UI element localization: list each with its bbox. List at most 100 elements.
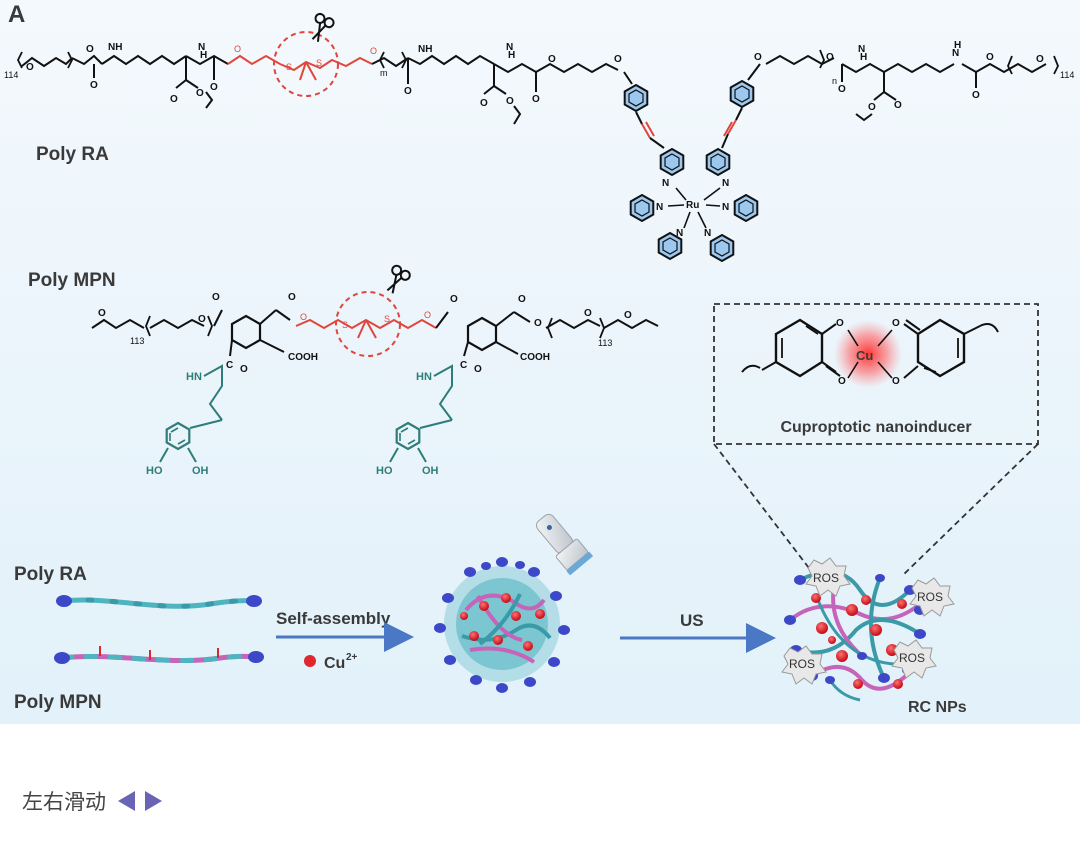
atom-o: O [404, 86, 412, 97]
atom-o: O [240, 364, 248, 375]
atom-o: O [90, 80, 98, 91]
atom-o: O [892, 376, 900, 387]
atom-o: O [532, 94, 540, 105]
atom-h: H [508, 50, 515, 61]
atom-n: N [656, 202, 663, 213]
atom-n: N [722, 202, 729, 213]
atom-o: O [198, 314, 206, 325]
atom-o: O [838, 84, 846, 95]
atom-n: N [676, 228, 683, 239]
atom-o: O [98, 308, 106, 319]
atom-o-pink: O [300, 312, 307, 322]
cuproptotic-label: Cuproptotic nanoinducer [780, 419, 971, 436]
poly-mpn-strand [54, 646, 264, 664]
m-subscript: m [380, 68, 388, 78]
micelle-nanoparticle [434, 557, 570, 693]
ho-label-left: HO [146, 465, 163, 477]
hn-label-right: HN [416, 371, 432, 383]
atom-o: O [986, 52, 994, 63]
atom-o: O [474, 364, 482, 375]
atom-o: O [480, 98, 488, 109]
atom-o: O [548, 54, 556, 65]
cooh-label-right: COOH [520, 352, 550, 363]
atom-s-left: S [286, 62, 292, 72]
scroll-hint[interactable]: 左右滑动 [22, 786, 162, 816]
atom-o: O [534, 318, 542, 329]
atom-n: N [858, 44, 865, 55]
zoom-line-left [713, 443, 813, 573]
ros-label: ROS [917, 590, 943, 604]
atom-o-pink: O [424, 310, 431, 320]
poly-mpn-label: Poly MPN [28, 270, 116, 291]
poly-ra-strand [56, 595, 262, 609]
atom-c: C [460, 360, 467, 371]
n-subscript: n [832, 76, 837, 86]
rc-nps-particle [784, 570, 926, 702]
atom-o: O [838, 376, 846, 387]
cu-center-label: Cu [856, 348, 873, 363]
cu-ion-dot [304, 655, 316, 667]
atom-n: N [198, 42, 205, 53]
atom-n: N [506, 42, 513, 53]
scissors-icon [386, 264, 411, 294]
atom-nh: NH [108, 42, 122, 53]
atom-o: O [210, 82, 218, 93]
peg-114-left-sub: 114 [4, 70, 18, 80]
oh-label-right: OH [422, 465, 439, 477]
atom-s-left: S [342, 320, 348, 330]
inset-box [713, 303, 1039, 445]
cooh-label-left: COOH [288, 352, 318, 363]
atom-o: O [836, 318, 844, 329]
scroll-left-icon[interactable] [118, 791, 135, 811]
zoom-line-right [901, 443, 1039, 577]
ho-label-right: HO [376, 465, 393, 477]
cleavage-site-circle-mpn [335, 291, 401, 357]
poly-ra-label-bottom: Poly RA [14, 564, 87, 585]
poly-ra-structure: 114 O O O NH O O N H O O S S O [4, 12, 1074, 262]
atom-o: O [754, 52, 762, 63]
atom-n: N [722, 178, 729, 189]
atom-o: O [624, 310, 632, 321]
atom-o: O [584, 308, 592, 319]
scroll-hint-text: 左右滑动 [22, 791, 106, 814]
cu-complex-structure: O O Cu O O [741, 318, 999, 388]
ru-center-label: Ru [686, 200, 699, 211]
ultrasound-probe-icon [536, 513, 594, 576]
atom-o-pink: O [234, 44, 241, 54]
self-assembly-label: Self-assembly [276, 609, 391, 628]
oh-label-left: OH [192, 465, 209, 477]
cleavage-site-circle [273, 31, 339, 97]
atom-h: H [860, 52, 867, 63]
atom-n: N [952, 48, 959, 59]
atom-nh: NH [418, 44, 432, 55]
atom-o: O [86, 44, 94, 55]
scroll-right-icon[interactable] [145, 791, 162, 811]
scissors-icon [311, 12, 335, 42]
atom-o: O [892, 318, 900, 329]
peg-113-left-sub: 113 [130, 336, 144, 346]
ros-burst: ROS [805, 557, 851, 597]
atom-o: O [868, 102, 876, 113]
atom-h: H [200, 50, 207, 61]
atom-o: O [170, 94, 178, 105]
poly-mpn-label-bottom: Poly MPN [14, 692, 102, 713]
footer: 左右滑动 [0, 724, 1080, 856]
peg-113-right-sub: 113 [598, 338, 612, 348]
atom-o: O [614, 54, 622, 65]
atom-o-pink: O [370, 46, 377, 56]
figure-panel: A 114 O O O NH O O N H O O S S O [0, 0, 1080, 724]
rc-nps-label: RC NPs [908, 699, 967, 716]
ros-burst: ROS [909, 577, 955, 617]
ros-label: ROS [789, 657, 815, 671]
atom-s-right: S [384, 314, 390, 324]
atom-o: O [506, 96, 514, 107]
atom-o: O [894, 100, 902, 111]
atom-o: O [1036, 54, 1044, 65]
panel-label: A [8, 1, 25, 28]
atom-n: N [662, 178, 669, 189]
ros-burst: ROS [781, 645, 827, 685]
cu-ion-charge: 2+ [346, 652, 358, 663]
peg-114-right-sub: 114 [1060, 70, 1074, 80]
schematic-svg: A 114 O O O NH O O N H O O S S O [4, 1, 1074, 716]
atom-o: O [450, 294, 458, 305]
